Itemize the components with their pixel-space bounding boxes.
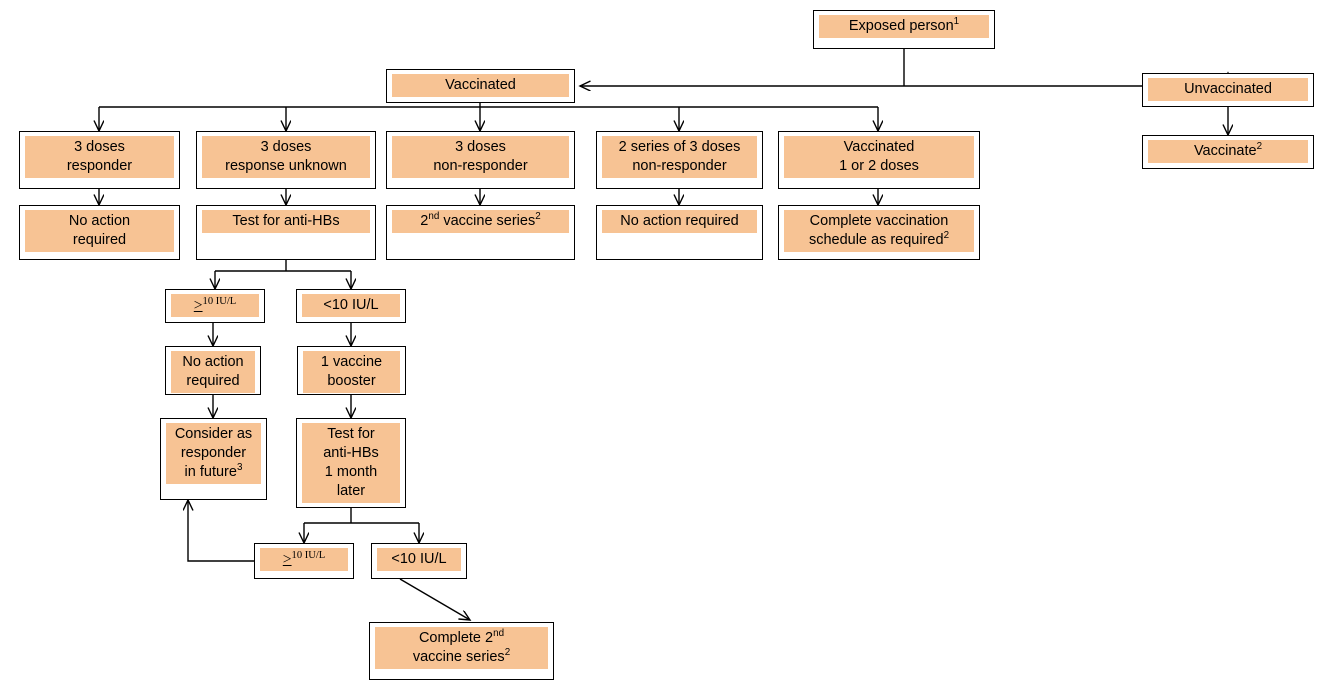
node-vaccinated[interactable]: Vaccinated — [386, 69, 575, 103]
node-label-vaccinated: Vaccinated — [392, 74, 569, 97]
node-ge10-lower[interactable]: >10 IU/L — [254, 543, 354, 579]
node-no-action-required-b[interactable]: No action required — [596, 205, 763, 260]
node-label-lt10-upper: <10 IU/L — [302, 294, 400, 317]
node-label-ge10-lower: >10 IU/L — [260, 548, 348, 571]
node-label-lt10-lower: <10 IU/L — [377, 548, 461, 571]
node-exposed-person[interactable]: Exposed person1 — [813, 10, 995, 49]
node-second-vaccine-series[interactable]: 2nd vaccine series2 — [386, 205, 575, 260]
node-lt10-lower[interactable]: <10 IU/L — [371, 543, 467, 579]
node-lt10-upper[interactable]: <10 IU/L — [296, 289, 406, 323]
node-vaccinate[interactable]: Vaccinate2 — [1142, 135, 1314, 169]
node-test-for-anti-hbs[interactable]: Test for anti-HBs — [196, 205, 376, 260]
node-ge10-upper[interactable]: >10 IU/L — [165, 289, 265, 323]
node-label-vaccinate: Vaccinate2 — [1148, 140, 1308, 163]
edge-lt10lower-to-complete — [399, 578, 470, 620]
node-label-ge10-upper: >10 IU/L — [171, 294, 259, 317]
node-unvaccinated[interactable]: Unvaccinated — [1142, 73, 1314, 107]
node-label-exposed-person: Exposed person1 — [819, 15, 989, 38]
node-label-no-action-required-b: No action required — [602, 210, 757, 233]
node-label-unvaccinated: Unvaccinated — [1148, 78, 1308, 101]
node-label-test-for-anti-hbs: Test for anti-HBs — [202, 210, 370, 233]
edge-ge10lower-to-consider — [188, 500, 254, 562]
node-label-second-vaccine-series: 2nd vaccine series2 — [392, 210, 569, 233]
